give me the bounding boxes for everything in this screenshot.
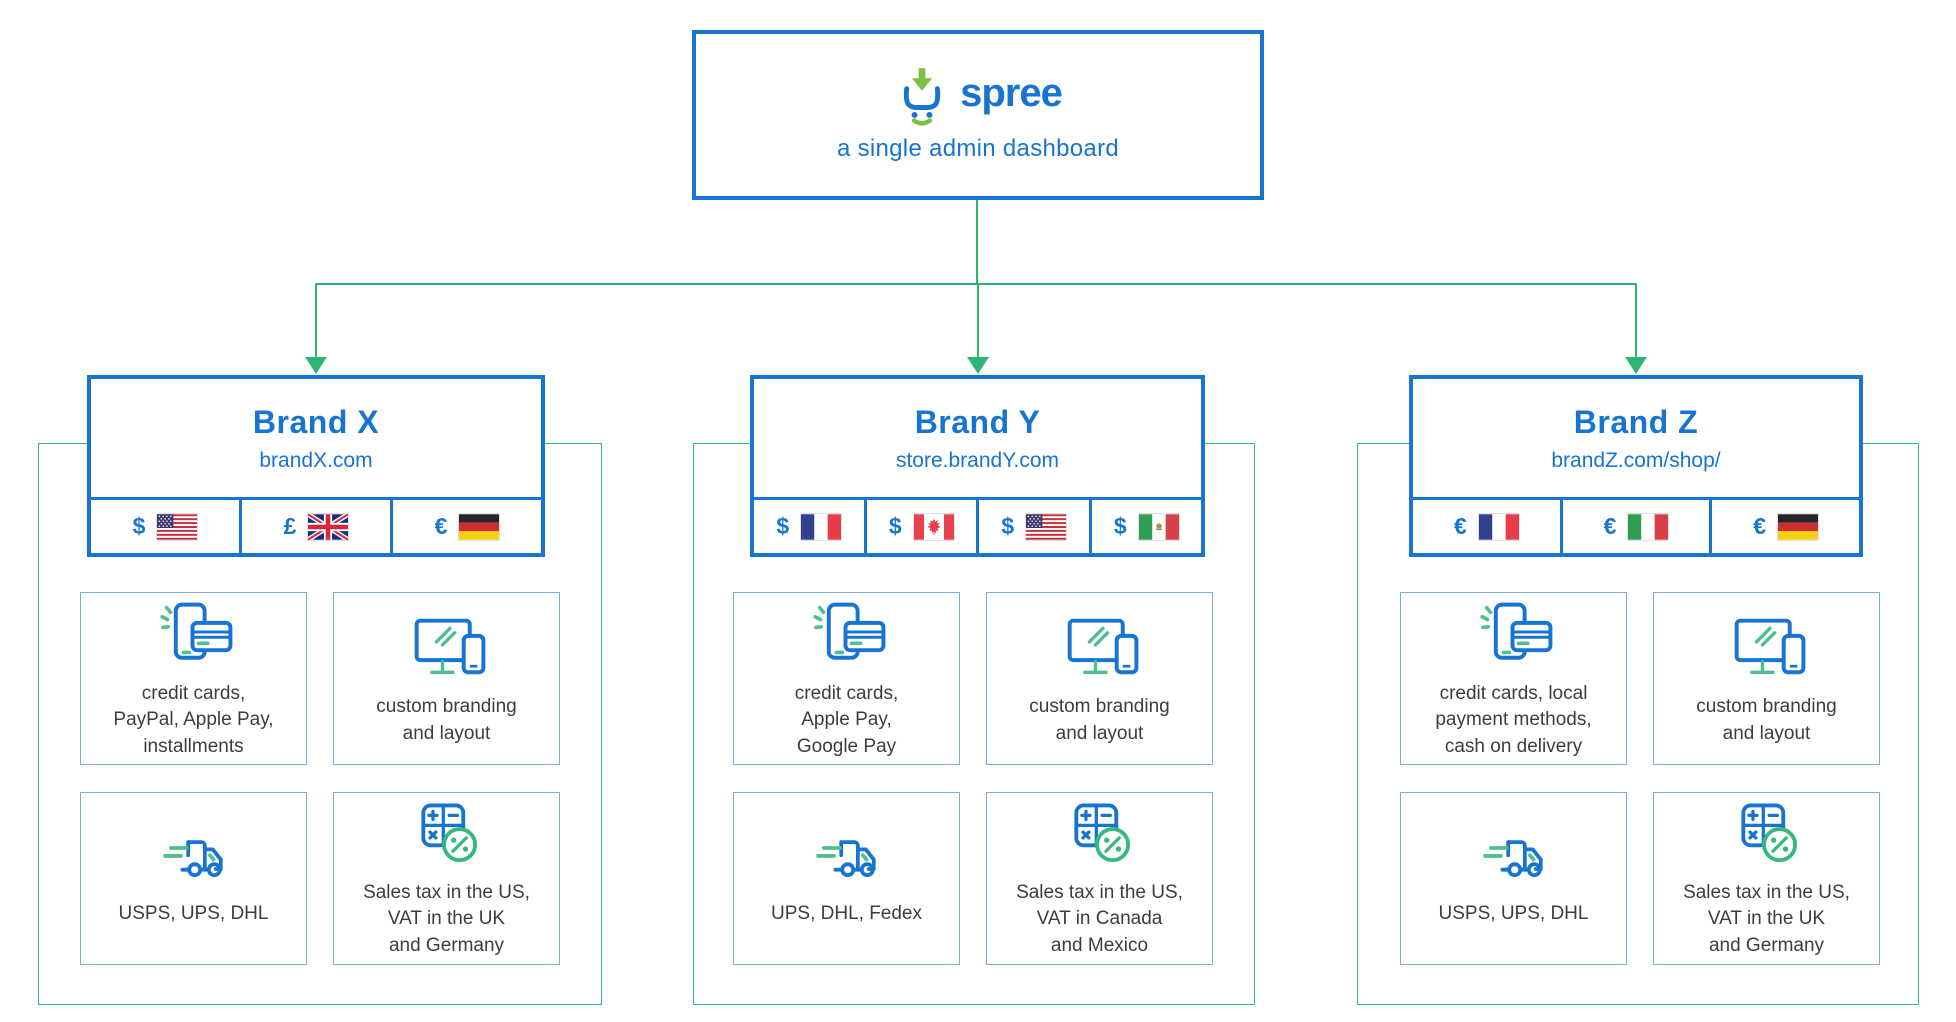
brand-box-header: Brand X brandX.com bbox=[91, 379, 541, 497]
shipping-truck-icon bbox=[1472, 829, 1556, 893]
brand-title: Brand Z bbox=[1573, 403, 1699, 440]
currency-row: € € € bbox=[1413, 497, 1859, 553]
feature-card: UPS, DHL, Fedex bbox=[733, 792, 960, 965]
feature-card-label: custom branding and layout bbox=[1029, 695, 1170, 744]
brand-box-0: Brand X brandX.com $ £ € bbox=[87, 375, 545, 557]
brand-box-header: Brand Y store.brandY.com bbox=[754, 379, 1201, 497]
mx-flag-icon bbox=[1138, 513, 1179, 540]
arrow-down-icon bbox=[967, 357, 989, 374]
connector-drop-brand-1 bbox=[977, 283, 979, 358]
currency-symbol: $ bbox=[1001, 513, 1015, 539]
currency-cell: $ bbox=[979, 500, 1092, 553]
currency-symbol: € bbox=[1603, 513, 1617, 539]
feature-card: credit cards, local payment methods, cas… bbox=[1400, 592, 1627, 765]
admin-dashboard-box: spree a single admin dashboard bbox=[692, 30, 1264, 200]
feature-card: credit cards, Apple Pay, Google Pay bbox=[733, 592, 960, 765]
feature-card: custom branding and layout bbox=[1653, 592, 1880, 765]
brand-box-2: Brand Z brandZ.com/shop/ € € € bbox=[1409, 375, 1863, 557]
connector-horizontal bbox=[315, 283, 1637, 285]
ca-flag-icon bbox=[913, 513, 954, 540]
tax-calculator-icon bbox=[1727, 798, 1807, 872]
brand-domain: brandZ.com/shop/ bbox=[1551, 448, 1721, 472]
feature-card: USPS, UPS, DHL bbox=[80, 792, 307, 965]
spree-logo: spree bbox=[894, 67, 1063, 126]
feature-card: Sales tax in the US, VAT in the UK and G… bbox=[333, 792, 560, 965]
feature-card-label: Sales tax in the US, VAT in the UK and G… bbox=[1683, 881, 1850, 956]
currency-symbol: $ bbox=[888, 513, 902, 539]
feature-card: USPS, UPS, DHL bbox=[1400, 792, 1627, 965]
currency-cell: € bbox=[1712, 500, 1859, 553]
shipping-truck-icon bbox=[152, 829, 236, 893]
feature-card-label: credit cards, PayPal, Apple Pay, install… bbox=[113, 682, 274, 757]
feature-card-label: Sales tax in the US, VAT in the UK and G… bbox=[363, 881, 530, 956]
currency-symbol: £ bbox=[283, 513, 297, 539]
custom-branding-icon bbox=[1723, 610, 1811, 686]
tax-calculator-icon bbox=[1060, 798, 1140, 872]
connector-drop-brand-2 bbox=[1635, 283, 1637, 358]
currency-symbol: $ bbox=[1113, 513, 1127, 539]
currency-symbol: $ bbox=[132, 513, 146, 539]
custom-branding-icon bbox=[403, 610, 491, 686]
currency-cell: € bbox=[1563, 500, 1713, 553]
feature-card-label: Sales tax in the US, VAT in Canada and M… bbox=[1016, 881, 1183, 956]
feature-card-label: USPS, UPS, DHL bbox=[118, 903, 269, 925]
feature-card-label: USPS, UPS, DHL bbox=[1438, 903, 1589, 925]
feature-card-label: credit cards, local payment methods, cas… bbox=[1435, 682, 1592, 757]
feature-card: credit cards, PayPal, Apple Pay, install… bbox=[80, 592, 307, 765]
spree-logo-text: spree bbox=[960, 70, 1063, 115]
feature-card-label: UPS, DHL, Fedex bbox=[771, 903, 922, 925]
fr-flag-icon bbox=[1478, 513, 1519, 540]
spree-cart-icon bbox=[894, 67, 950, 126]
connector-top-stub bbox=[976, 200, 978, 284]
custom-branding-icon bbox=[1056, 610, 1144, 686]
feature-card-label: custom branding and layout bbox=[376, 695, 517, 744]
currency-cell: € bbox=[1413, 500, 1563, 553]
currency-cell: $ bbox=[867, 500, 979, 553]
dashboard-subtitle: a single admin dashboard bbox=[836, 134, 1120, 162]
tax-calculator-icon bbox=[407, 798, 487, 872]
uk-flag-icon bbox=[308, 513, 349, 540]
feature-card: Sales tax in the US, VAT in the UK and G… bbox=[1653, 792, 1880, 965]
currency-cell: $ bbox=[1092, 500, 1202, 553]
payment-methods-icon bbox=[803, 597, 891, 673]
brand-domain: store.brandY.com bbox=[895, 448, 1060, 472]
brand-box-header: Brand Z brandZ.com/shop/ bbox=[1413, 379, 1859, 497]
currency-cell: £ bbox=[242, 500, 393, 553]
de-flag-icon bbox=[1778, 513, 1819, 540]
arrow-down-icon bbox=[1625, 357, 1647, 374]
currency-symbol: € bbox=[1453, 513, 1467, 539]
payment-methods-icon bbox=[1470, 597, 1558, 673]
payment-methods-icon bbox=[150, 597, 238, 673]
feature-card: Sales tax in the US, VAT in Canada and M… bbox=[986, 792, 1213, 965]
currency-cell: € bbox=[393, 500, 541, 553]
currency-symbol: € bbox=[1753, 513, 1767, 539]
currency-row: $ $ $ $ bbox=[754, 497, 1201, 553]
de-flag-icon bbox=[459, 513, 500, 540]
currency-symbol: $ bbox=[776, 513, 790, 539]
fr-flag-icon bbox=[801, 513, 842, 540]
brand-title: Brand X bbox=[252, 403, 380, 440]
it-flag-icon bbox=[1628, 513, 1669, 540]
feature-card-label: custom branding and layout bbox=[1696, 695, 1837, 744]
currency-row: $ £ € bbox=[91, 497, 541, 553]
feature-card-label: credit cards, Apple Pay, Google Pay bbox=[794, 682, 899, 757]
us-flag-icon bbox=[1026, 513, 1067, 540]
brand-title: Brand Y bbox=[914, 403, 1041, 440]
brand-domain: brandX.com bbox=[259, 448, 373, 472]
shipping-truck-icon bbox=[805, 829, 889, 893]
us-flag-icon bbox=[157, 513, 198, 540]
brand-box-1: Brand Y store.brandY.com $ $ $ $ bbox=[750, 375, 1205, 557]
currency-cell: $ bbox=[91, 500, 242, 553]
currency-symbol: € bbox=[434, 513, 448, 539]
feature-card: custom branding and layout bbox=[986, 592, 1213, 765]
feature-card: custom branding and layout bbox=[333, 592, 560, 765]
arrow-down-icon bbox=[305, 357, 327, 374]
connector-drop-brand-0 bbox=[315, 283, 317, 358]
currency-cell: $ bbox=[754, 500, 867, 553]
